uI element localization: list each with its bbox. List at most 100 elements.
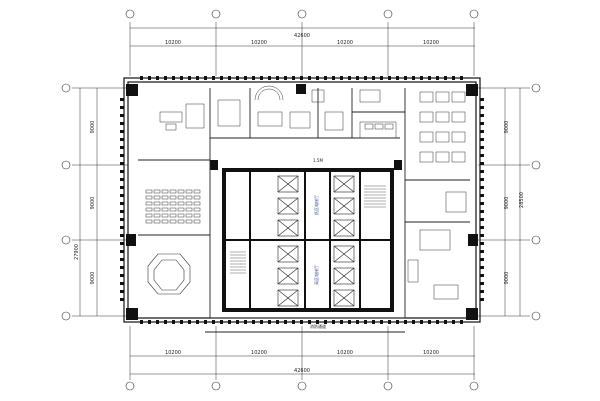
facade-fin-bottom	[444, 320, 447, 324]
right-total-dimension: 28500	[519, 192, 525, 208]
facade-fin-top	[292, 76, 295, 80]
structural-columns	[126, 84, 478, 320]
facade-fin-top	[420, 76, 423, 80]
lecture-seat	[185, 213, 193, 218]
facade-fin-right	[480, 146, 484, 149]
elevator-cross	[277, 267, 299, 285]
lecture-seat	[169, 195, 177, 200]
facade-fin-right	[480, 106, 484, 109]
facade-fin-right	[480, 218, 484, 221]
facade-fin-left	[120, 234, 124, 237]
top-segment-2: 10200	[251, 40, 267, 46]
elevator-cross	[333, 219, 355, 237]
facade-fin-top	[436, 76, 439, 80]
lecture-seat	[145, 207, 153, 212]
elevator-shaft	[277, 219, 299, 237]
bottom-axis-bubbles	[125, 381, 479, 391]
lecture-seat	[169, 207, 177, 212]
facade-fin-left	[120, 266, 124, 269]
facade-fin-right	[480, 122, 484, 125]
lecture-seat	[153, 219, 161, 224]
elevator-cross	[333, 175, 355, 193]
office-desk	[159, 103, 205, 131]
right-dimension-lines	[478, 87, 530, 317]
facade-fin-right	[480, 162, 484, 165]
core-inner-walls	[224, 170, 392, 310]
facade-fin-top	[284, 76, 287, 80]
left-axis-bubbles	[61, 83, 71, 321]
facade-fin-bottom	[276, 320, 279, 324]
bottom-total-dimension: 42600	[294, 368, 310, 374]
bottom-segment-4: 10200	[423, 350, 439, 356]
facade-fin-bottom	[316, 320, 319, 324]
lecture-seat	[169, 201, 177, 206]
facade-fin-left	[120, 146, 124, 149]
facade-fin-right	[480, 130, 484, 133]
facade-fin-top	[276, 76, 279, 80]
facade-fin-top	[236, 76, 239, 80]
facade-fin-bottom	[356, 320, 359, 324]
facade-fin-bottom	[268, 320, 271, 324]
elevator-shaft	[333, 267, 355, 285]
office-desk	[435, 151, 450, 163]
lecture-seat	[145, 201, 153, 206]
lecture-seat	[177, 201, 185, 206]
lecture-seat	[169, 219, 177, 224]
corridor-width-label: 1.5M	[313, 158, 323, 163]
left-segment-3: 9000	[90, 272, 96, 285]
bottom-segment-1: 10200	[165, 350, 181, 356]
facade-fin-bottom	[260, 320, 263, 324]
facade-fin-top	[364, 76, 367, 80]
meeting-room-table	[147, 253, 191, 295]
elevator-cross	[333, 289, 355, 307]
facade-fin-bottom	[196, 320, 199, 324]
top-segment-4: 10200	[423, 40, 439, 46]
exterior-wall	[123, 77, 481, 323]
top-dimension-lines	[129, 22, 475, 76]
office-desk	[451, 151, 466, 163]
top-segment-3: 10200	[337, 40, 353, 46]
lecture-seat	[153, 207, 161, 212]
bottom-segment-3: 10200	[337, 350, 353, 356]
facade-fin-bottom	[420, 320, 423, 324]
facade-fin-top	[380, 76, 383, 80]
facade-fins	[120, 76, 484, 324]
facade-fin-bottom	[428, 320, 431, 324]
office-desk	[451, 131, 466, 143]
elevator-shaft	[277, 245, 299, 263]
lecture-seat	[153, 201, 161, 206]
lecture-seat	[169, 213, 177, 218]
facade-fin-left	[120, 178, 124, 181]
elevator-shaft	[333, 197, 355, 215]
facade-fin-right	[480, 250, 484, 253]
bottom-segment-2: 10200	[251, 350, 267, 356]
facade-fin-bottom	[324, 320, 327, 324]
office-desk	[451, 91, 466, 103]
lecture-seat	[185, 219, 193, 224]
facade-fin-left	[120, 138, 124, 141]
facade-fin-top	[388, 76, 391, 80]
elevator-cross	[277, 197, 299, 215]
facade-fin-left	[120, 290, 124, 293]
facade-fin-left	[120, 242, 124, 245]
facade-fin-left	[120, 114, 124, 117]
lecture-seat	[161, 207, 169, 212]
facade-fin-top	[156, 76, 159, 80]
right-axis-bubbles	[531, 83, 541, 321]
facade-fin-left	[120, 298, 124, 301]
lecture-seat	[185, 195, 193, 200]
facade-fin-top	[148, 76, 151, 80]
elevator-cross	[277, 289, 299, 307]
facade-fin-bottom	[140, 320, 143, 324]
elevator-cross	[277, 245, 299, 263]
facade-fin-left	[120, 250, 124, 253]
lecture-seat	[153, 195, 161, 200]
lecture-seating	[145, 189, 201, 224]
facade-fin-top	[340, 76, 343, 80]
lecture-seat	[185, 207, 193, 212]
lecture-seat	[169, 189, 177, 194]
bottom-dimension-lines	[129, 326, 475, 380]
facade-fin-bottom	[284, 320, 287, 324]
elevator-cross	[333, 197, 355, 215]
lecture-seat	[145, 213, 153, 218]
